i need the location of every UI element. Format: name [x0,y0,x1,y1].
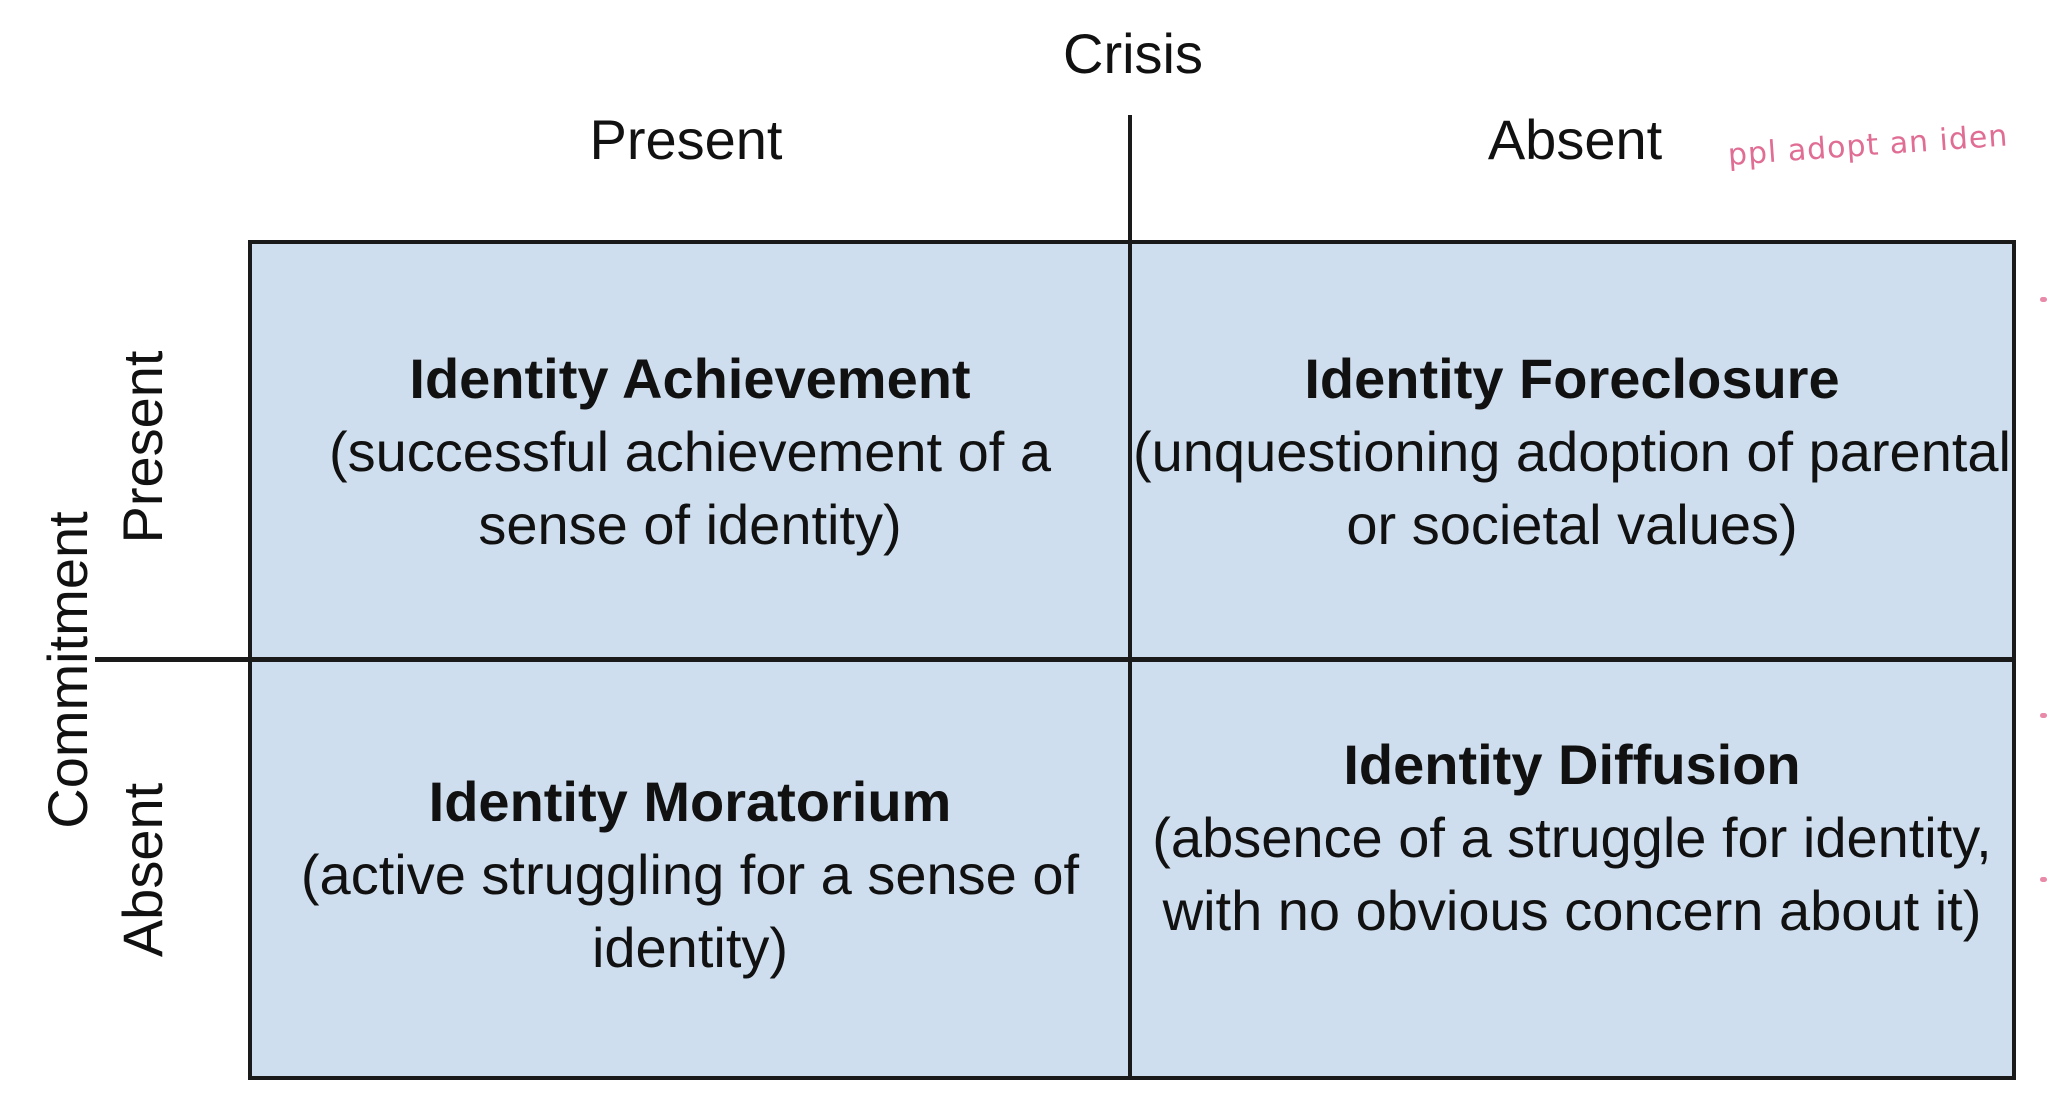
cell-description: (unquestioning adoption of parental or s… [1132,420,2011,556]
cell-title: Identity Moratorium [428,770,952,833]
cell-title: Identity Achievement [409,347,971,410]
cell-title: Identity Foreclosure [1304,347,1840,410]
crisis-absent-label: Absent [1487,108,1663,171]
cell-identity-achievement: Identity Achievement (successful achieve… [252,342,1128,561]
commitment-absent-label: Absent [111,782,174,958]
cell-identity-moratorium: Identity Moratorium (active struggling f… [252,765,1128,984]
crisis-present-label: Present [589,108,783,171]
commitment-present-label: Present [111,350,174,544]
crisis-divider-line [1128,115,1132,1080]
cell-title: Identity Diffusion [1343,733,1801,796]
cell-description: (absence of a struggle for identity, wit… [1152,806,1992,942]
annotation-dot [2040,297,2047,302]
cell-description: (successful achievement of a sense of id… [328,420,1052,556]
annotation-dot [2040,877,2047,882]
crisis-axis-title: Crisis [1063,22,1203,85]
commitment-axis-title: Commitment [36,511,99,829]
cell-identity-foreclosure: Identity Foreclosure (unquestioning adop… [1132,342,2012,561]
commitment-divider-line [95,657,2016,662]
cell-identity-diffusion: Identity Diffusion (absence of a struggl… [1132,728,2012,947]
annotation-dot [2040,713,2047,718]
cell-description: (active struggling for a sense of identi… [300,843,1080,979]
